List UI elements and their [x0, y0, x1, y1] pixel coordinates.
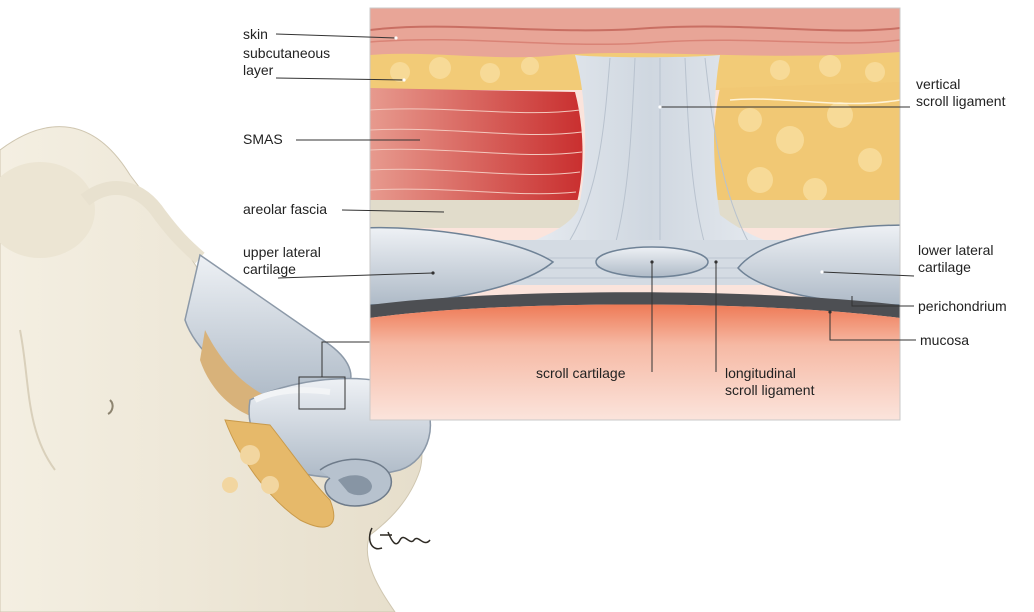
label-subcutaneous-line2: layer: [243, 62, 330, 79]
label-scroll-cartilage: scroll cartilage: [536, 365, 625, 382]
artist-signature: [370, 528, 430, 549]
label-lower-lateral-line2: cartilage: [918, 259, 993, 276]
label-perichondrium: perichondrium: [918, 298, 1007, 315]
label-mucosa: mucosa: [920, 332, 969, 349]
label-areolar-fascia: areolar fascia: [243, 201, 327, 218]
label-upper-lateral-cartilage: upper lateral cartilage: [243, 244, 321, 278]
label-subcutaneous-layer: subcutaneous layer: [243, 45, 330, 79]
label-skin: skin: [243, 26, 268, 43]
label-vertical-line2: scroll ligament: [916, 93, 1005, 110]
label-lower-lateral-cartilage: lower lateral cartilage: [918, 242, 993, 276]
label-smas-text: SMAS: [243, 131, 283, 148]
label-subcutaneous-line1: subcutaneous: [243, 45, 330, 62]
label-lower-lateral-line1: lower lateral: [918, 242, 993, 259]
label-vertical-line1: vertical: [916, 76, 1005, 93]
cross-section: [360, 8, 910, 420]
label-vertical-scroll-ligament: vertical scroll ligament: [916, 76, 1005, 110]
label-scroll-cartilage-text: scroll cartilage: [536, 365, 625, 382]
label-smas: SMAS: [243, 131, 283, 148]
label-areolar-fascia-text: areolar fascia: [243, 201, 327, 218]
label-mucosa-text: mucosa: [920, 332, 969, 349]
label-longitudinal-scroll-ligament: longitudinal scroll ligament: [725, 365, 814, 399]
label-perichondrium-text: perichondrium: [918, 298, 1007, 315]
label-longitudinal-line1: longitudinal: [725, 365, 814, 382]
label-skin-text: skin: [243, 26, 268, 43]
label-upper-lateral-line2: cartilage: [243, 261, 321, 278]
label-upper-lateral-line1: upper lateral: [243, 244, 321, 261]
label-longitudinal-line2: scroll ligament: [725, 382, 814, 399]
